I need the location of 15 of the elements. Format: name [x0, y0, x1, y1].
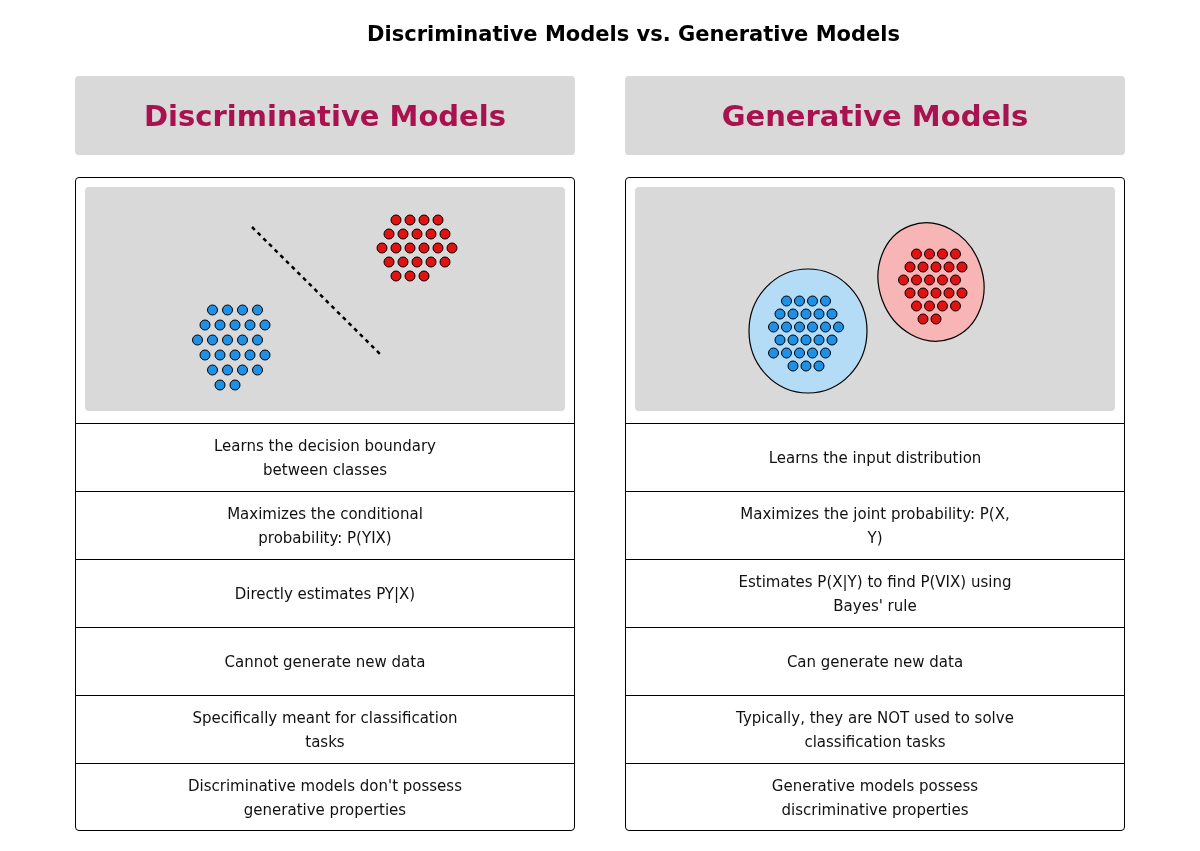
- table-cell-text: Directly estimates PY|X): [234, 584, 416, 605]
- table-cell-text: Learns the decision boundary between classes: [213, 436, 437, 481]
- table-cell-text: Estimates P(X|Y) to find P(VIX) using Bayes' rule: [737, 572, 1013, 617]
- column-header: Discriminative Models: [75, 76, 575, 155]
- table-cell-text: Cannot generate new data: [224, 652, 426, 673]
- table-cell-text: Can generate new data: [786, 652, 964, 673]
- table-cell-text: Typically, they are NOT used to solve classification tasks: [735, 708, 1015, 753]
- table-cell-text: Maximizes the conditional probability: P(YIX): [226, 504, 424, 549]
- title: Discriminative Models vs. Generative Models: [366, 22, 901, 46]
- table-cell-text: Discriminative models don't possess generative properties: [187, 776, 463, 821]
- table-cell-text: Specifically meant for classification tasks: [191, 708, 459, 753]
- table-cell-text: Generative models possess discriminative properties: [770, 776, 980, 821]
- table-cell-text: Maximizes the joint probability: P(X, Y): [739, 504, 1011, 549]
- table-cell-text: Learns the input distribution: [768, 448, 982, 469]
- column-header: Generative Models: [625, 76, 1125, 155]
